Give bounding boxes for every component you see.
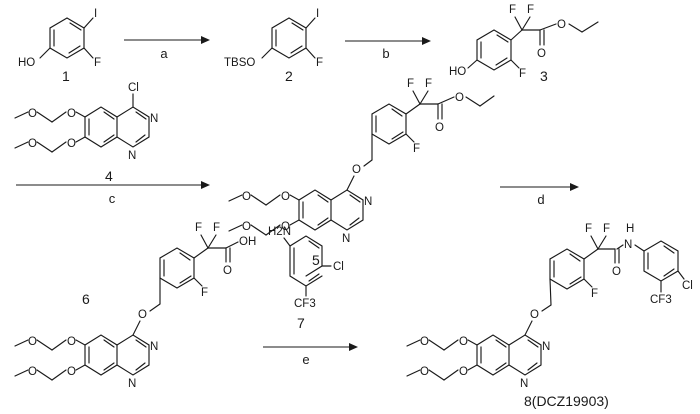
reaction-arrow-a: a — [124, 36, 210, 61]
carbonyl-oxygen: O — [435, 122, 444, 134]
compound-8: F F O H N F Cl CF3 O O O O O N N 8(DCZ19… — [406, 223, 693, 409]
quinazoline-nitrogen: N — [128, 150, 136, 162]
carbonyl-oxygen: O — [612, 266, 621, 278]
hydroxyl-label: HO — [449, 66, 466, 78]
methoxy-oxygen: O — [242, 221, 251, 233]
compound-number: 1 — [62, 68, 70, 84]
methoxy-oxygen: O — [28, 108, 37, 120]
methoxy-oxygen: O — [28, 138, 37, 150]
silyl-ether-label: TBSO — [224, 57, 255, 69]
quinazoline-nitrogen: N — [342, 233, 350, 245]
step-d-label: d — [537, 192, 544, 207]
methoxy-oxygen: O — [28, 336, 37, 348]
gem-fluoro-label: F — [425, 78, 432, 90]
carbonyl-oxygen: O — [537, 48, 546, 60]
fluoro-label: F — [519, 68, 526, 80]
reaction-arrow-e: e — [263, 343, 358, 367]
compound-number: 2 — [285, 68, 293, 84]
trifluoromethyl-label: CF3 — [650, 294, 672, 306]
compound-7: H2N Cl CF3 7 — [268, 226, 344, 331]
ether-oxygen: O — [67, 336, 76, 348]
ether-oxygen: O — [281, 191, 290, 203]
gem-fluoro-label: F — [603, 223, 610, 235]
reaction-arrow-b: b — [345, 37, 431, 61]
step-b-label: b — [382, 46, 389, 61]
amide-nitrogen: N — [624, 239, 632, 251]
compound-number: 6 — [82, 291, 90, 307]
chloro-label: Cl — [682, 280, 693, 292]
hydroxyl-label: HO — [18, 57, 35, 69]
ether-oxygen: O — [67, 366, 76, 378]
aryl-ether-oxygen: O — [138, 309, 147, 321]
quinazoline-nitrogen: N — [150, 113, 158, 125]
gem-fluoro-label: F — [213, 222, 220, 234]
compound-number: 5 — [312, 252, 320, 268]
compound-4: Cl O O O O N N 4 — [14, 82, 158, 184]
trifluoromethyl-label: CF3 — [294, 298, 316, 310]
compound-2: I F TBSO 2 — [224, 8, 323, 84]
methoxy-oxygen: O — [28, 366, 37, 378]
compound-label: 8(DCZ19903) — [524, 393, 609, 409]
iodo-label: I — [316, 8, 319, 20]
amide-nh: H — [626, 223, 634, 235]
reaction-arrow-d: d — [500, 183, 579, 207]
step-a-label: a — [160, 46, 168, 61]
fluoro-label: F — [413, 143, 420, 155]
ester-oxygen: O — [455, 92, 464, 104]
compound-number: 3 — [540, 68, 548, 84]
methoxy-oxygen: O — [420, 366, 429, 378]
ether-oxygen: O — [67, 108, 76, 120]
quinazoline-nitrogen: N — [520, 378, 528, 390]
ether-oxygen: O — [459, 366, 468, 378]
acid-hydroxyl: OH — [239, 236, 256, 248]
aryl-ether-oxygen: O — [352, 164, 361, 176]
gem-fluoro-label: F — [509, 4, 516, 16]
quinazoline-nitrogen: N — [150, 341, 158, 353]
compound-1: I F HO 1 — [18, 8, 101, 84]
step-c-label: c — [109, 191, 116, 206]
ether-oxygen: O — [281, 221, 290, 233]
gem-fluoro-label: F — [585, 223, 592, 235]
fluoro-label: F — [591, 288, 598, 300]
chloro-label: Cl — [333, 261, 344, 273]
ether-oxygen: O — [459, 336, 468, 348]
fluoro-label: F — [94, 57, 101, 69]
amine-label: H2N — [268, 226, 291, 238]
quinazoline-nitrogen: N — [542, 341, 550, 353]
chloro-label: Cl — [128, 82, 139, 94]
iodo-label: I — [94, 8, 97, 20]
step-e-label: e — [302, 352, 309, 367]
compound-number: 7 — [297, 315, 305, 331]
ester-oxygen: O — [557, 19, 566, 31]
quinazoline-nitrogen: N — [128, 378, 136, 390]
gem-fluoro-label: F — [527, 4, 534, 16]
gem-fluoro-label: F — [195, 222, 202, 234]
compound-3: F F O O HO F 3 — [449, 4, 599, 84]
compound-5: F F O O F O O O O O N N 5 — [228, 78, 495, 268]
compound-6: F F O OH F O O O O O N N 6 — [14, 222, 256, 390]
aryl-ether-oxygen: O — [530, 309, 539, 321]
methoxy-oxygen: O — [242, 191, 251, 203]
compound-number: 4 — [105, 168, 113, 184]
fluoro-label: F — [201, 287, 208, 299]
quinazoline-nitrogen: N — [364, 196, 372, 208]
methoxy-oxygen: O — [420, 336, 429, 348]
reaction-arrow-c: c — [16, 181, 210, 206]
fluoro-label: F — [316, 57, 323, 69]
gem-fluoro-label: F — [407, 78, 414, 90]
carbonyl-oxygen: O — [223, 265, 232, 277]
ether-oxygen: O — [67, 138, 76, 150]
